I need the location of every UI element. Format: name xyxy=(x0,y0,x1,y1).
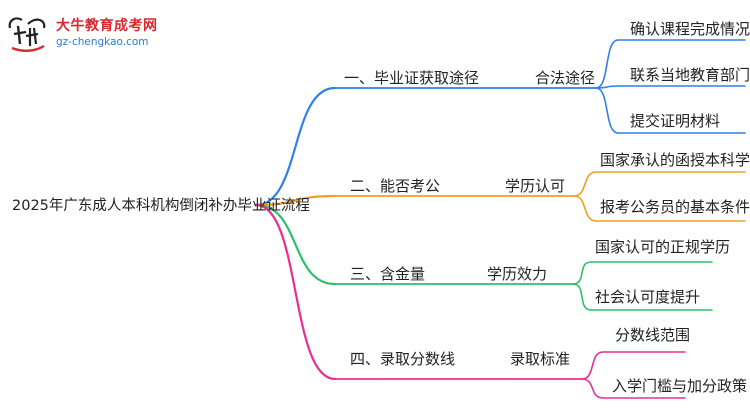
branch-4-leaf-1-curve xyxy=(581,351,604,380)
branch-3-leaf-2: 社会认可度提升 xyxy=(595,288,701,306)
branch-4-label: 四、录取分数线 xyxy=(350,350,456,368)
branch-2-leaf-1-curve xyxy=(573,171,597,197)
branch-2-leaf-1: 国家承认的函授本科学历 xyxy=(600,151,750,169)
branch-4-leaf-2: 入学门槛与加分政策 xyxy=(612,377,748,395)
branch-4-mid: 录取标准 xyxy=(510,350,571,368)
logo: 大牛教育成考网 gz-chengkao.com xyxy=(6,14,176,54)
branch-1-leaf-1: 确认课程完成情况 xyxy=(630,20,750,38)
branch-3-mid: 学历效力 xyxy=(487,265,548,283)
logo-name: 大牛教育成考网 xyxy=(56,18,158,34)
branch-3-leaf-2-curve xyxy=(572,283,592,311)
branch-2-mid: 学历认可 xyxy=(505,177,566,195)
branch-1-leaf-3-curve xyxy=(595,87,619,134)
branch-3-leaf-1-curve xyxy=(572,261,592,285)
branch-1-leaf-3: 提交证明材料 xyxy=(630,112,721,130)
branch-4-curve xyxy=(254,203,337,381)
branch-4-leaf-1: 分数线范围 xyxy=(615,326,691,344)
branch-1-leaf-2: 联系当地教育部门 xyxy=(630,66,750,84)
logo-url: gz-chengkao.com xyxy=(56,36,149,48)
branch-3-leaf-1: 国家认可的正规学历 xyxy=(595,238,731,256)
branch-1-label: 一、毕业证获取途径 xyxy=(344,69,480,87)
branch-1-leaf-1-curve xyxy=(595,39,619,89)
branch-3-label: 三、含金量 xyxy=(350,265,426,283)
branch-2-leaf-2-curve xyxy=(573,195,597,222)
branch-2-curve xyxy=(254,194,337,207)
branch-2-leaf-2: 报考公务员的基本条件 xyxy=(600,198,750,216)
branch-1-curve xyxy=(254,86,337,207)
root-node: 2025年广东成人本科机构倒闭补办毕业证流程 xyxy=(12,198,310,214)
branch-2-label: 二、能否考公 xyxy=(350,177,441,195)
branch-1-mid: 合法途径 xyxy=(535,69,596,87)
branch-4-leaf-2-curve xyxy=(581,378,604,399)
ox-logo-icon xyxy=(8,17,46,52)
branch-3-curve xyxy=(254,203,337,286)
